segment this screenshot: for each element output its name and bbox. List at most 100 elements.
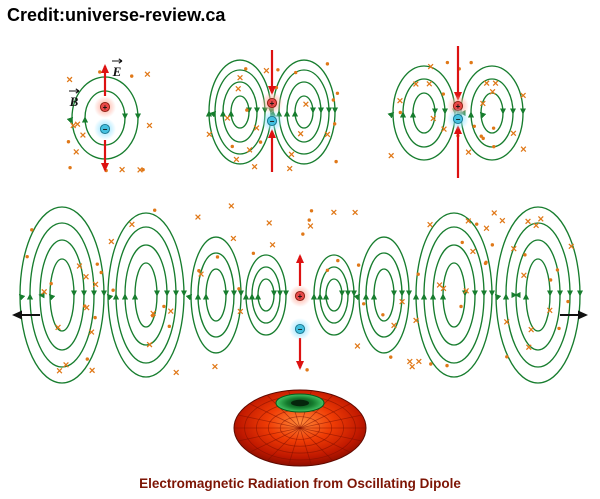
b-field-into-page-marker [92, 281, 99, 288]
minus-charge-sign: − [456, 115, 461, 124]
b-field-into-page-marker [354, 343, 361, 349]
b-field-out-of-page-marker [111, 288, 115, 292]
b-field-into-page-marker [441, 126, 447, 132]
b-field-into-page-marker [503, 319, 510, 325]
phase3-field-loop [461, 65, 523, 161]
b-field-into-page-marker [465, 149, 472, 155]
b-field-into-page-marker [331, 209, 337, 216]
b-field-out-of-page-marker [484, 260, 488, 265]
radiation-field-loop [252, 266, 280, 324]
b-field-into-page-marker [470, 248, 476, 255]
b-field-out-of-page-marker [459, 304, 463, 309]
b-field-into-page-marker [286, 165, 293, 172]
b-field-out-of-page-marker [523, 253, 527, 257]
b-field-into-page-marker [228, 203, 235, 209]
b-field-out-of-page-marker [130, 74, 134, 78]
b-field-out-of-page-marker [398, 110, 403, 115]
radiation-field-loop [246, 254, 286, 336]
b-field-into-page-marker [144, 71, 151, 78]
b-field-out-of-page-marker [490, 243, 495, 247]
b-field-out-of-page-marker [336, 258, 340, 263]
radiation-field-loop [20, 206, 104, 384]
b-field-into-page-marker [80, 132, 86, 138]
b-field-into-page-marker [521, 272, 527, 279]
radiation-field-loop [320, 266, 348, 324]
b-field-out-of-page-marker [492, 144, 496, 149]
b-field-out-of-page-marker [95, 262, 99, 266]
b-field-into-page-marker [436, 282, 443, 288]
b-field-into-page-marker [74, 121, 81, 128]
b-field-out-of-page-marker [389, 355, 393, 359]
b-field-into-page-marker [307, 223, 314, 229]
radiation-field-loop [496, 206, 580, 384]
b-field-into-page-marker [253, 125, 260, 131]
torus-meridian-line [266, 427, 301, 462]
b-field-out-of-page-marker [332, 122, 337, 126]
b-field-into-page-marker [129, 221, 135, 228]
b-field-into-page-marker [150, 310, 156, 317]
radiation-field-loop [516, 239, 560, 351]
phase2-field-loop [273, 59, 335, 165]
b-field-out-of-page-marker [167, 324, 171, 329]
b-field-out-of-page-marker [491, 126, 496, 130]
b-field-into-page-marker [137, 167, 143, 173]
b-field-out-of-page-marker [555, 268, 560, 272]
b-field-into-page-marker [491, 210, 498, 216]
b-field-out-of-page-marker [445, 60, 450, 65]
b-field-into-page-marker [119, 166, 125, 173]
field-loops-layer [20, 59, 580, 384]
b-field-into-page-marker [399, 298, 405, 305]
b-field-out-of-page-marker [244, 67, 248, 71]
minus-charge [294, 323, 306, 335]
radiation-field-loop [443, 262, 465, 328]
b-field-out-of-page-marker [197, 269, 201, 273]
b-field-out-of-page-marker [460, 240, 464, 245]
b-field-into-page-marker [224, 115, 231, 121]
b-field-into-page-marker [483, 225, 490, 232]
b-field-out-of-page-marker [505, 355, 509, 359]
radiation-field-loop [314, 254, 354, 336]
b-field-into-page-marker [235, 85, 242, 92]
radiation-field-loop [206, 268, 226, 322]
b-field-out-of-page-marker [416, 272, 420, 276]
b-field-into-page-marker [206, 131, 213, 138]
radiation-field-loop [433, 244, 475, 346]
b-field-out-of-page-marker [276, 68, 280, 72]
b-field-out-of-page-marker [93, 315, 97, 320]
b-field-into-page-marker [167, 308, 174, 314]
phase3-field-loop [393, 65, 455, 161]
b-field-into-page-marker [537, 216, 544, 222]
b-field-out-of-page-marker [215, 255, 220, 259]
torus-hole [291, 399, 309, 407]
radiation-field-loop [125, 244, 167, 346]
plus-charge [294, 290, 306, 302]
torus-meridian-line [266, 394, 301, 429]
plus-charge-sign: + [298, 292, 303, 301]
b-field-into-page-marker [246, 147, 253, 153]
b-field-into-page-marker [499, 217, 506, 224]
b-field-out-of-page-marker [49, 281, 53, 286]
b-field-out-of-page-marker [479, 134, 483, 138]
radiation-pattern-torus [233, 389, 367, 467]
b-field-into-page-marker [237, 74, 243, 81]
field-markers-layer [25, 60, 575, 376]
b-field-into-page-marker [426, 80, 433, 87]
b-field-into-page-marker [89, 367, 95, 374]
b-field-into-page-marker [525, 344, 532, 351]
b-field-out-of-page-marker [548, 278, 553, 282]
b-field-out-of-page-marker [381, 313, 385, 317]
b-field-out-of-page-marker [66, 140, 71, 144]
radiation-field-loop [198, 252, 234, 338]
b-field-into-page-marker [266, 220, 273, 226]
b-field-into-page-marker [480, 100, 486, 107]
torus-meridian-line [249, 403, 301, 429]
minus-charge-sign: − [298, 325, 303, 334]
b-field-out-of-page-marker [99, 270, 103, 275]
b-field-out-of-page-marker [325, 268, 330, 273]
dipole-radiation-diagram: ++++−−−− E B [12, 46, 588, 467]
b-field-into-page-marker [233, 156, 240, 163]
b-field-into-page-marker [388, 152, 395, 159]
torus-meridian-line [288, 427, 301, 466]
b-field-out-of-page-marker [301, 232, 305, 236]
b-field-into-page-marker [83, 273, 89, 280]
